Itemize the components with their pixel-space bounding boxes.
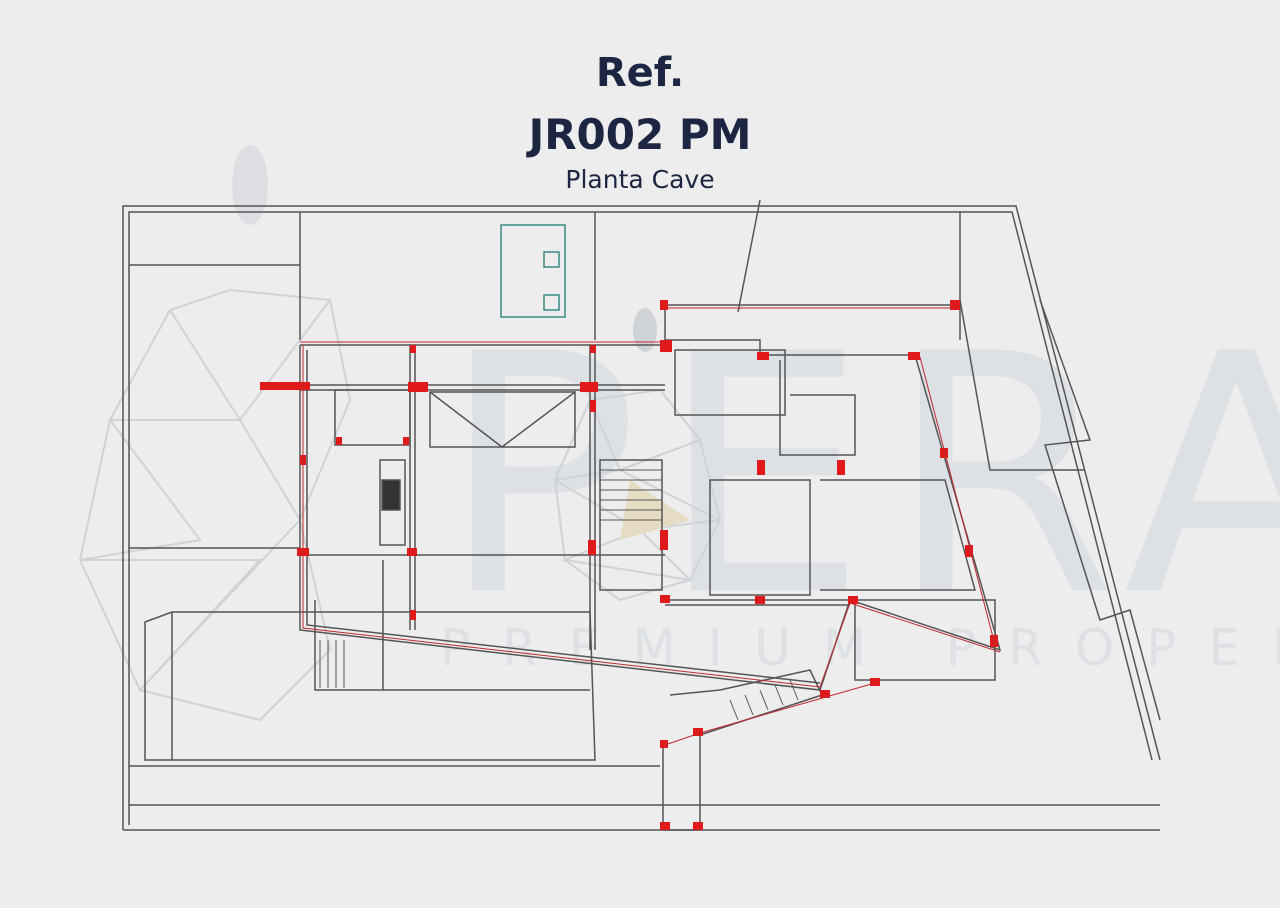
site-boundary — [122, 199, 1161, 831]
floor-name: Planta Cave — [565, 165, 715, 194]
watermark: PERA PREMIUM PROPERTIES — [78, 145, 1280, 722]
walls — [299, 304, 1002, 831]
reference-code: JR002 PM — [528, 110, 752, 159]
pool-equipment — [500, 224, 566, 318]
watermark-tagline: PREMIUM PROPERTIES — [440, 619, 1280, 677]
reference-label: Ref. — [595, 50, 685, 96]
red-wall-outlines — [300, 307, 1001, 746]
structural-columns — [260, 300, 998, 830]
stairs — [319, 469, 799, 721]
